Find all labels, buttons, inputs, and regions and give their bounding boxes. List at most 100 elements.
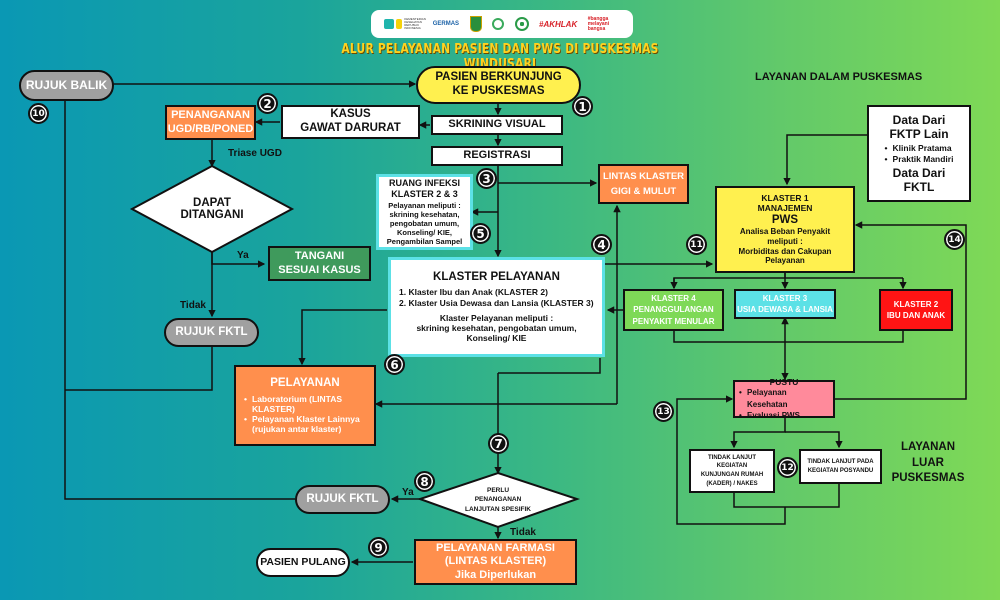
node-klaster-2[interactable]: KLASTER 2 IBU DAN ANAK — [879, 289, 953, 331]
step-badge-9: 9 — [368, 537, 389, 558]
section-label-outside: LAYANAN LUAR PUSKESMAS — [888, 440, 968, 487]
node-label: PENYAKIT MENULAR — [632, 316, 715, 326]
pustu-list: Pelayanan Kesehatan Evaluasi PWS — [739, 387, 829, 421]
node-pelayanan-farmasi[interactable]: PELAYANAN FARMASI (LINTAS KLASTER) Jika … — [414, 539, 577, 585]
node-rujuk-fktl-1[interactable]: RUJUK FKTL — [164, 318, 259, 347]
node-text: skrining kesehatan, — [389, 210, 460, 220]
node-title: PUSTU — [769, 377, 799, 388]
node-tindak-lanjut-posyandu[interactable]: TINDAK LANJUT PADA KEGIATAN POSYANDU — [799, 449, 882, 484]
node-title: MANAJEMEN — [757, 203, 813, 214]
node-text: Konseling/ KIE, — [396, 228, 452, 238]
list-item: Klinik Pratama — [885, 143, 954, 153]
node-kasus-gawat-darurat[interactable]: KASUS GAWAT DARURAT — [281, 105, 420, 139]
edge-label-tidak-1: Tidak — [180, 300, 206, 311]
node-lintas-klaster-gigi[interactable]: LINTAS KLASTER GIGI & MULUT — [598, 164, 689, 204]
step-badge-2: 2 — [257, 93, 278, 114]
node-label: KLASTER 4 — [651, 294, 696, 304]
outside-line-1: LAYANAN — [900, 441, 956, 453]
node-ruang-infeksi[interactable]: RUANG INFEKSI KLASTER 2 & 3 Pelayanan me… — [376, 174, 473, 250]
node-data-dari[interactable]: Data Dari FKTP Lain Klinik Pratama Prakt… — [867, 105, 971, 202]
node-label: KLASTER 2 — [893, 299, 939, 309]
node-title: Data Dari — [892, 112, 946, 127]
decision-dapat-ditangani[interactable]: DAPAT DITANGANI — [152, 190, 272, 228]
node-label: REGISTRASI — [463, 149, 531, 162]
node-pelayanan[interactable]: PELAYANAN Laboratorium (LINTAS KLASTER) … — [234, 365, 376, 446]
edge-label-triase: Triase UGD — [228, 148, 282, 159]
node-label: SKRINING VISUAL — [448, 118, 546, 131]
node-label: DAPAT — [193, 197, 231, 209]
bakti-husada-logo — [514, 17, 529, 31]
edge-label-ya-1: Ya — [237, 250, 249, 261]
step-badge-8: 8 — [414, 471, 435, 492]
node-label: LINTAS KLASTER — [602, 170, 685, 182]
node-label: SESUAI KASUS — [278, 263, 361, 276]
node-label: PERLU — [486, 486, 510, 494]
step-badge-14: 14 — [944, 229, 965, 250]
step-badge-6: 6 — [384, 354, 405, 375]
puskesmas-logo — [492, 18, 505, 30]
kemenkes-logo: KEMENTERIAN KESEHATAN REPUBLIK INDONESIA — [384, 18, 426, 30]
node-label: (LINTAS KLASTER) — [444, 555, 547, 568]
node-label: KE PUSKESMAS — [452, 85, 545, 97]
outside-line-3: PUSKESMAS — [891, 472, 965, 485]
node-label: PASIEN BERKUNJUNG — [435, 71, 562, 84]
step-badge-11: 11 — [686, 234, 707, 255]
logo-banner: KEMENTERIAN KESEHATAN REPUBLIK INDONESIA… — [371, 10, 633, 38]
step-badge-12: 12 — [777, 457, 798, 478]
node-klaster-pelayanan[interactable]: KLASTER PELAYANAN 1. Klaster Ibu dan Ana… — [388, 257, 605, 357]
node-label: IBU DAN ANAK — [886, 311, 946, 320]
node-penanganan-ugd[interactable]: PENANGANAN UGD/RB/PONED — [165, 105, 256, 140]
node-label: PASIEN PULANG — [260, 556, 346, 569]
node-text: Morbiditas dan Cakupan — [738, 246, 832, 256]
node-pasien-berkunjung[interactable]: PASIEN BERKUNJUNG KE PUSKESMAS — [416, 66, 581, 104]
kabupaten-logo — [469, 16, 482, 32]
node-registrasi[interactable]: REGISTRASI — [431, 146, 563, 166]
list-item: Pelayanan Klaster Lainnya (rujukan antar… — [244, 414, 366, 434]
node-label: DITANGANI — [180, 209, 244, 221]
node-klaster-3[interactable]: KLASTER 3 USIA DEWASA & LANSIA — [734, 289, 836, 319]
step-badge-5: 5 — [470, 223, 491, 244]
decision-dapat-ditangani-shape — [129, 164, 295, 254]
node-title: RUANG INFEKSI — [388, 177, 460, 188]
node-title: PWS — [771, 213, 799, 226]
node-text: Konseling/ KIE — [466, 333, 527, 344]
node-label: TANGANI — [294, 250, 345, 263]
step-badge-7: 7 — [488, 433, 509, 454]
decision-perlu-penanganan[interactable]: PERLU PENANGANAN LANJUTAN SPESIFIK — [438, 482, 558, 518]
node-text: skrining kesehatan, pengobatan umum, — [416, 322, 577, 333]
node-skrining-visual[interactable]: SKRINING VISUAL — [431, 115, 563, 135]
decision-perlu-penanganan-shape — [416, 471, 581, 529]
node-label: GIGI & MULUT — [610, 186, 677, 197]
node-label: RUJUK BALIK — [25, 78, 108, 93]
node-text: meliputi : — [767, 236, 803, 246]
node-klaster-4[interactable]: KLASTER 4 PENANGGULANGAN PENYAKIT MENULA… — [623, 289, 724, 331]
akhlak-logo: #AKHLAK — [539, 19, 578, 29]
node-label: KLASTER 3 — [762, 293, 808, 303]
data-dari-list: Klinik Pratama Praktik Mandiri — [885, 143, 954, 164]
node-label: Jika Diperlukan — [454, 568, 537, 581]
node-text: Pelayanan meliputi : — [388, 201, 461, 211]
node-tangani-sesuai-kasus[interactable]: TANGANI SESUAI KASUS — [268, 246, 371, 281]
node-pustu[interactable]: PUSTU Pelayanan Kesehatan Evaluasi PWS — [733, 377, 835, 421]
edge-rujukfktl2-rujukbalik — [64, 100, 295, 500]
pelayanan-list: Laboratorium (LINTAS KLASTER) Pelayanan … — [244, 394, 366, 435]
node-item: 1. Klaster Ibu dan Anak (KLASTER 2) — [399, 287, 548, 298]
node-title: FKTL — [903, 180, 935, 195]
node-tindak-lanjut-kunjungan[interactable]: TINDAK LANJUT KEGIATAN KUNJUNGAN RUMAH (… — [689, 449, 775, 493]
node-label: KUNJUNGAN RUMAH — [700, 472, 764, 478]
germas-logo: GERMAS — [432, 21, 460, 27]
step-badge-10: 10 — [28, 103, 49, 124]
list-item: Evaluasi PWS — [739, 410, 829, 421]
node-klaster-1-pws[interactable]: KLASTER 1 MANAJEMEN PWS Analisa Beban Pe… — [715, 186, 855, 273]
node-label: RUJUK FKTL — [306, 492, 379, 505]
node-label: USIA DEWASA & LANSIA — [737, 305, 833, 314]
node-rujuk-fktl-2[interactable]: RUJUK FKTL — [295, 485, 390, 514]
node-pasien-pulang[interactable]: PASIEN PULANG — [256, 548, 350, 577]
node-label: RUJUK FKTL — [175, 325, 248, 338]
node-rujuk-balik[interactable]: RUJUK BALIK — [19, 70, 114, 101]
node-text: Pelayanan — [765, 256, 805, 266]
node-title: Data Dari — [892, 165, 946, 180]
node-text: Klaster Pelayanan meliputi : — [439, 312, 554, 323]
node-label: GAWAT DARURAT — [300, 122, 401, 134]
